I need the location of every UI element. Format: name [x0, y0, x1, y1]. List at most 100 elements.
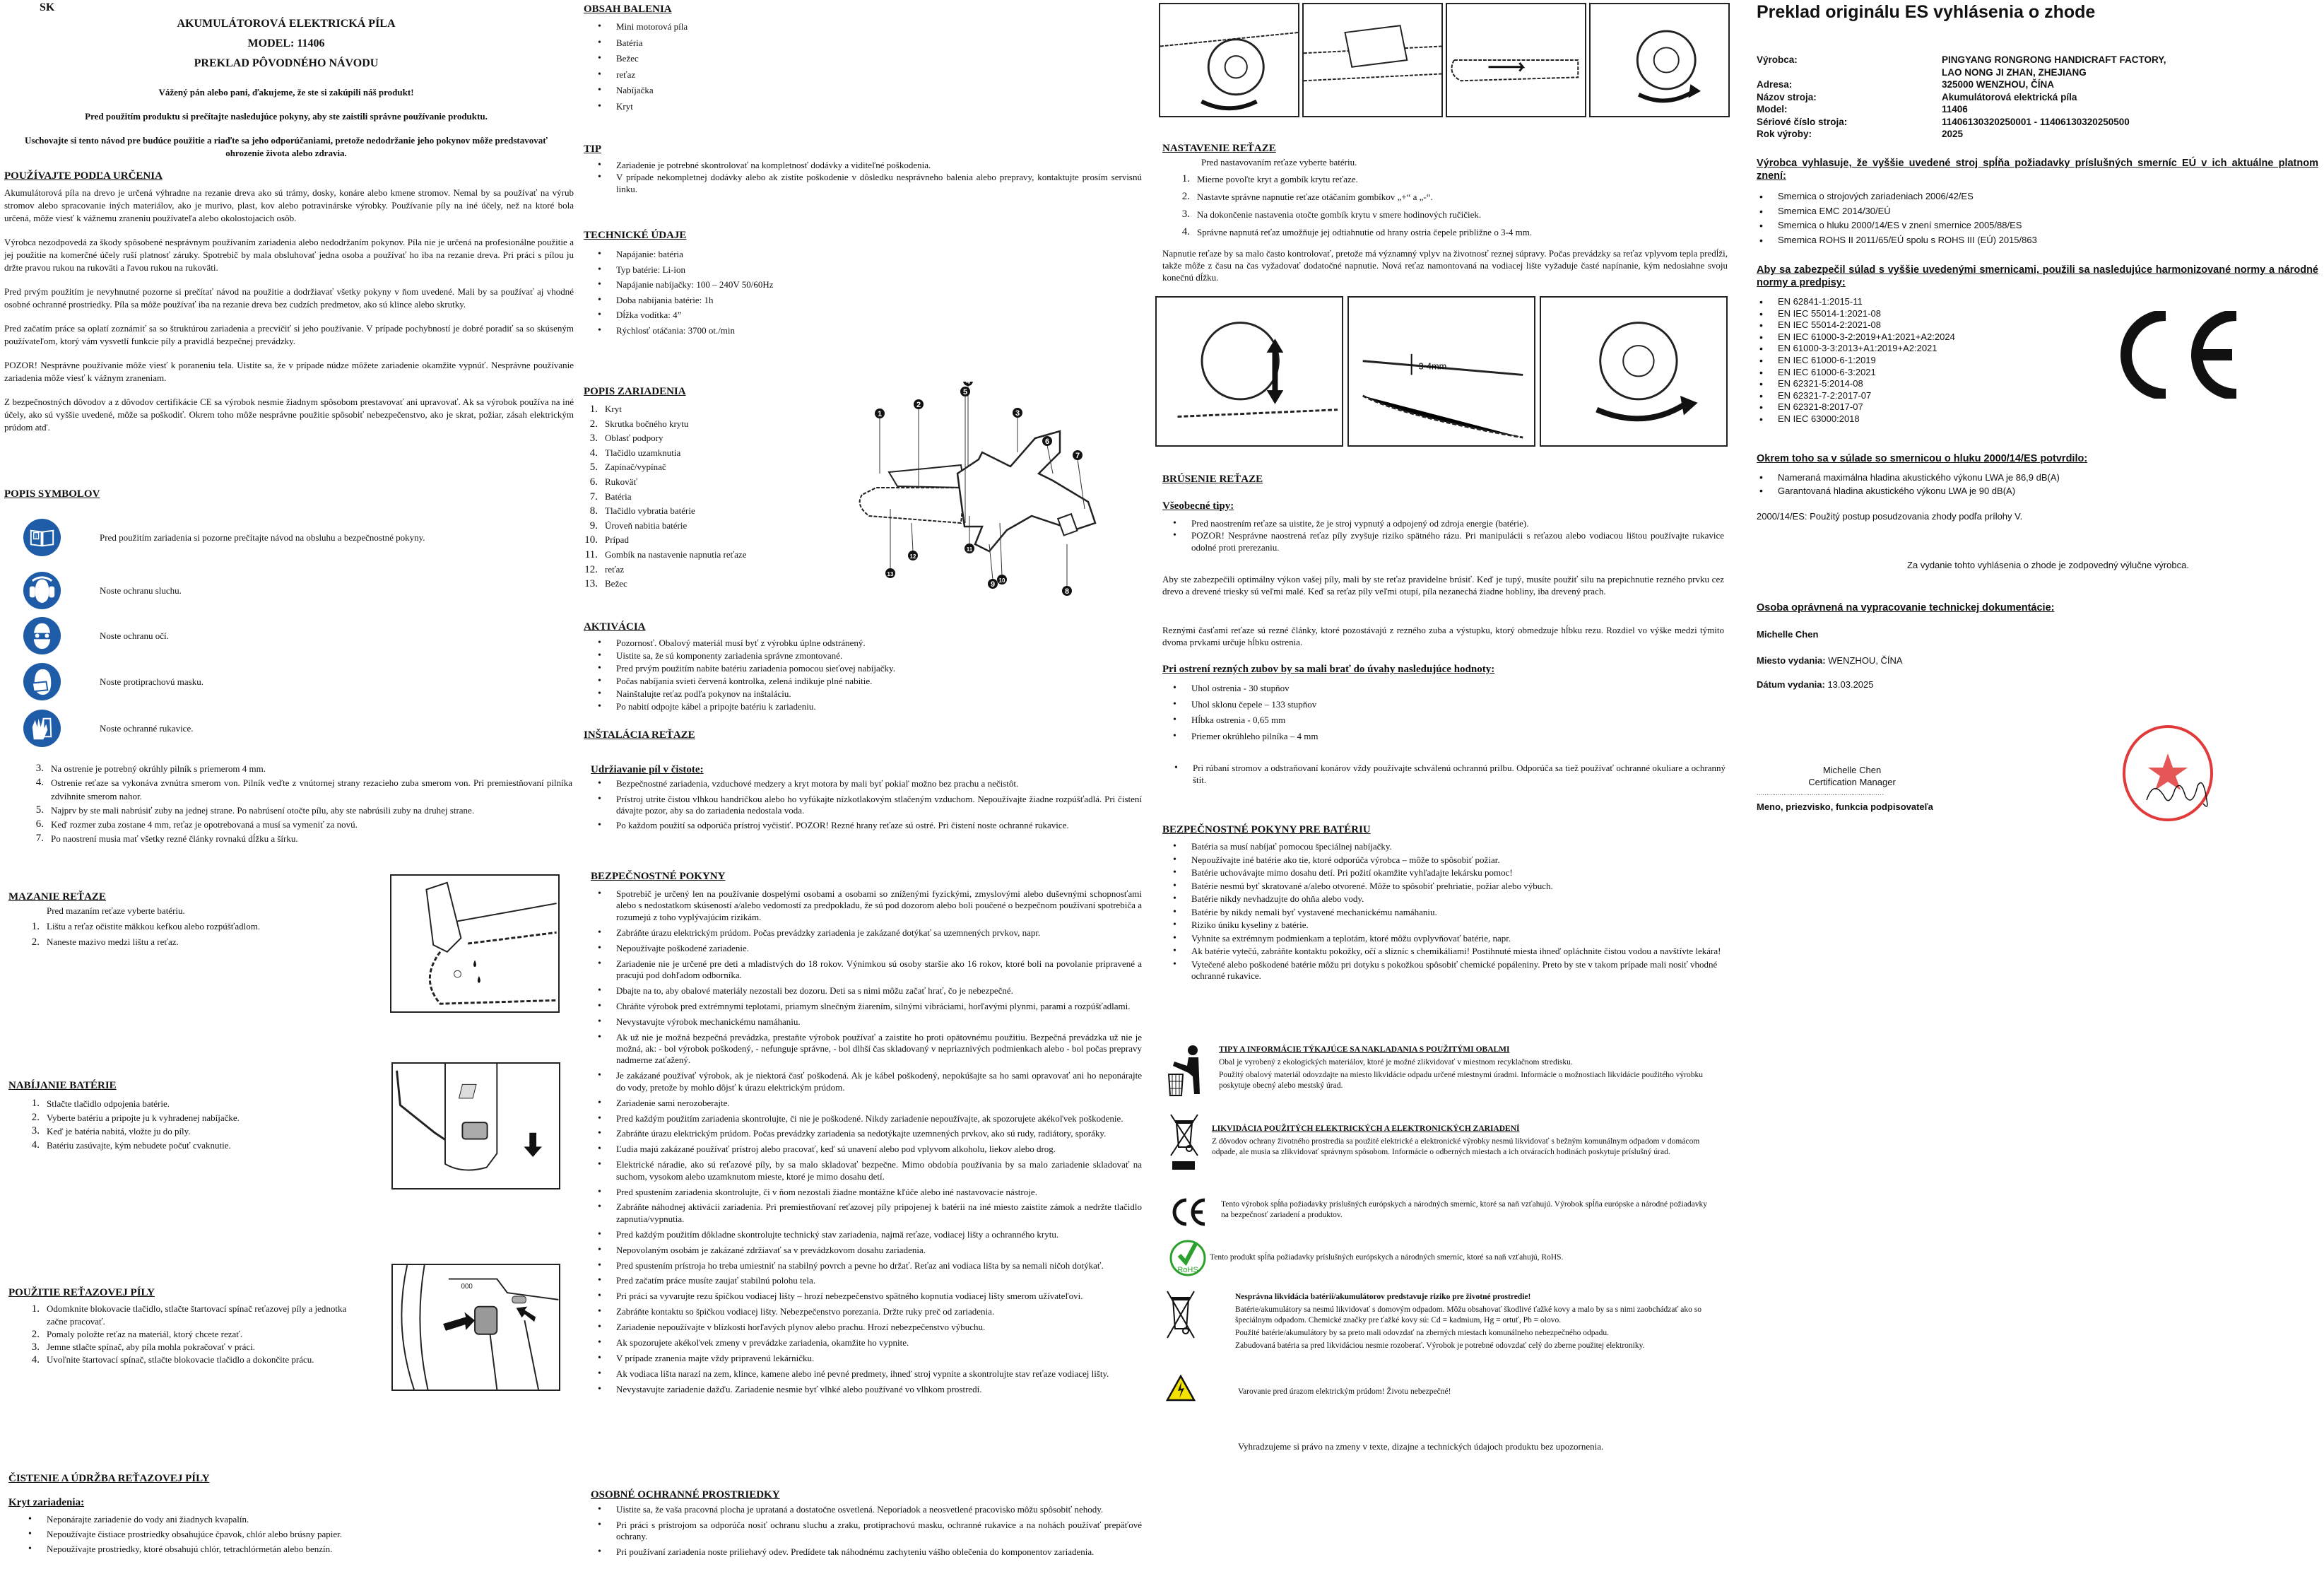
symbol-row: Noste ochranu sluchu.: [23, 571, 182, 610]
signature-line: ………………………………………………………… .: [1757, 789, 1884, 797]
signature-caption: Meno, priezvisko, funkcia podpisovateľa: [1757, 801, 1933, 812]
safety-item: Ľudia majú zakázané používať prístroj al…: [591, 1144, 1142, 1156]
trigger-illustration: 000: [391, 1264, 560, 1391]
safety-item: Nevystavujte výrobok mechanickému namáha…: [591, 1016, 1142, 1028]
list-item: Pri používaní zariadenia noste priliehav…: [591, 1546, 1142, 1558]
ear-protection-icon: [23, 571, 61, 610]
item-number: 2.: [1181, 191, 1190, 202]
intro-block: Vážený pán alebo pani, ďakujeme, že ste …: [0, 86, 572, 160]
safety-item: V prípade zranenia majte vždy pripravenú…: [591, 1353, 1142, 1365]
document-title: AKUMULÁTOROVÁ ELEKTRICKÁ PÍLA: [177, 18, 396, 30]
list-item: Po nabití odpojte kábel a pripojte batér…: [591, 700, 1142, 713]
noise-heading: Okrem toho sa v súlade so smernicou o hl…: [1757, 453, 2088, 464]
model-number: MODEL: 11406: [247, 37, 325, 49]
section-heading-safety: BEZPEČNOSTNÉ POKYNY: [591, 871, 726, 882]
safety-item: Dbajte na to, aby obalové materiály nezo…: [591, 985, 1142, 997]
item-text: Keď je batéria nabitá, vložte ju do píly…: [47, 1126, 191, 1136]
chain-lubrication-illustration: [390, 874, 560, 1013]
chain-adjust-illustrations: [1159, 3, 1730, 117]
safety-item: Zabráňte kontaktu so špičkou vodiacej li…: [591, 1306, 1142, 1318]
battery-disposal-crossed-bin-icon: [1167, 1291, 1195, 1339]
symbol-description: Pred použitím zariadenia si pozorne preč…: [100, 531, 425, 543]
ce-mark-icon: [1172, 1198, 1205, 1226]
adjust-step-illustration: [1446, 3, 1586, 117]
callout-3: 3: [1015, 409, 1020, 418]
callout-7: 7: [1075, 452, 1080, 460]
item-text: reťaz: [605, 563, 625, 575]
symbol-row: Noste ochranné rukavice.: [23, 709, 193, 748]
list-item: Ak batérie vytečú, zabráňte kontaktu pok…: [1166, 946, 1724, 957]
battery-disposal-text: Batérie/akumulátory sa nesmú likvidovať …: [1235, 1305, 1701, 1324]
section-heading-technical-data: TECHNICKÉ ÚDAJE: [584, 230, 687, 241]
safety-item: Zariadenie nepoužívajte v blízkosti horľ…: [591, 1322, 1142, 1334]
safety-item: Elektrické náradie, ako sú reťazové píly…: [591, 1159, 1142, 1182]
symbol-description: Noste ochranné rukavice.: [100, 722, 194, 734]
rohs-text: Tento produkt spĺňa požiadavky príslušný…: [1210, 1253, 1564, 1262]
list-item: Batéria sa musí nabíjať pomocou špeciáln…: [1166, 841, 1724, 852]
step-item: 4. Uvoľnite štartovací spínač, stlačte bl…: [21, 1353, 353, 1366]
greeting: Vážený pán alebo pani, ďakujeme, že ste …: [158, 87, 414, 98]
value-item: Uhol ostrenia - 30 stupňov: [1166, 681, 1519, 697]
section-heading-package-contents: OBSAH BALENIA: [584, 4, 672, 15]
safety-item: Nevystavujte zariadenie dažďu. Zariadeni…: [591, 1384, 1142, 1396]
list-item: Mini motorová píla: [591, 19, 944, 35]
item-number: 4.: [1181, 226, 1190, 237]
safety-item: Ak už nie je možná bezpečná prevádzka, p…: [591, 1032, 1142, 1067]
list-item: Batérie nesmú byť skratované a/alebo otv…: [1166, 881, 1724, 892]
standard-item: EN IEC 61000-3-2:2019+A1:2021+A2:2024: [1752, 331, 2106, 343]
dust-mask-icon: [23, 662, 61, 701]
step-item: 3.Jemne stlačte spínač, aby píla mohla p…: [21, 1341, 353, 1353]
item-number: 9.: [589, 519, 598, 531]
list-item: Zariadenie je potrebné skontrolovať na k…: [591, 159, 1142, 171]
detail-value: 11406: [1942, 104, 1968, 114]
item-number: 4.: [35, 777, 44, 788]
item-number: 6.: [589, 476, 598, 488]
packaging-heading: TIPY A INFORMÁCIE TÝKAJÚCE SA NAKLADANIA…: [1219, 1045, 1510, 1054]
ppe-list: Uistite sa, že vaša pracovná plocha je u…: [591, 1504, 1142, 1562]
list-item: Batérie by nikdy nemali byť vystavené me…: [1166, 907, 1724, 918]
list-item: Nainštalujte reťaz podľa pokynov na inšt…: [591, 688, 1142, 700]
item-number: 1.: [589, 404, 598, 415]
adjust-step-illustration: [1589, 3, 1730, 117]
directive-item: Smernica o hluku 2000/14/ES v znení smer…: [1752, 218, 2247, 233]
document-subtitle: PREKLAD PÔVODNÉHO NÁVODU: [194, 57, 379, 69]
safety-item: Pred začatím práce musíte zaujať stabiln…: [591, 1275, 1142, 1287]
item-text: Nastavte správne napnutie reťaze otáčaní…: [1197, 192, 1433, 202]
item-number: 13.: [584, 578, 598, 590]
cutting-links-paragraph: Reznými časťami reťaze sú rezné články, …: [1162, 625, 1724, 647]
section-heading-chain-installation: INŠTALÁCIA REŤAZE: [584, 729, 695, 741]
item-text: Tlačidlo uzamknutia: [605, 447, 681, 458]
item-number: 2.: [589, 418, 598, 430]
section-heading-cleaning: ČISTENIE A ÚDRŽBA REŤAZOVEJ PÍLY: [8, 1473, 210, 1484]
callout-11: 11: [967, 546, 973, 553]
place-of-issue: Miesto vydania: WENZHOU, ČÍNA: [1757, 654, 1903, 666]
safety-item: Zariadenie nie je určené pre deti a mlad…: [591, 958, 1142, 982]
weee-heading: LIKVIDÁCIA POUŽITÝCH ELEKTRICKÝCH A ELEK…: [1212, 1124, 1520, 1133]
section-heading-charging: NABÍJANIE BATÉRIE: [8, 1080, 117, 1091]
subheading-sharpening-values: Pri ostrení rezných zubov by sa mali bra…: [1162, 664, 1495, 675]
technical-data-list: Napájanie: batériaTyp batérie: Li-ionNap…: [591, 247, 944, 339]
safety-item: Zariadenie sami nerozoberajte.: [591, 1098, 1142, 1110]
item-text: Naneste mazivo medzi lištu a reťaz.: [47, 936, 179, 947]
step-item: 2.Pomaly položte reťaz na materiál, ktor…: [21, 1328, 353, 1341]
item-number: 4.: [31, 1354, 40, 1365]
callout-1: 1: [878, 410, 882, 418]
battery-removal-illustration: [391, 1062, 560, 1190]
callout-13: 13: [887, 571, 894, 577]
item-text: Jemne stlačte spínač, aby píla mohla pok…: [47, 1341, 256, 1352]
detail-label: Názov stroja:: [1757, 91, 1817, 102]
section-heading-sharpening: BRÚSENIE REŤAZE: [1162, 474, 1263, 485]
packaging-disposal-block: TIPY A INFORMÁCIE TÝKAJÚCE SA NAKLADANIA…: [1219, 1045, 1728, 1091]
electric-shock-warning-text: Varovanie pred úrazom elektrickým prúdom…: [1238, 1387, 1451, 1396]
item-text: Prípad: [605, 534, 629, 546]
noise-list: Nameraná maximálna hladina akustického v…: [1752, 471, 2247, 498]
step-item: 4.Batériu zasúvajte, kým nebudete počuť …: [21, 1139, 374, 1153]
list-item: Pri rúbaní stromov a odstraňovaní konáro…: [1167, 762, 1726, 786]
symbol-description: Noste protiprachovú masku.: [100, 676, 204, 687]
item-text: Kryt: [605, 404, 622, 414]
item-text: Uvoľnite štartovací spínač, stlačte blok…: [47, 1354, 314, 1365]
part-item: 13.Bežec: [579, 577, 848, 592]
disclaimer: Vyhradzujeme si právo na zmeny v texte, …: [1238, 1441, 1604, 1452]
detail-value: 11406130320250001 - 11406130320250500: [1942, 116, 2130, 127]
packaging-text: Použitý obalový materiál odovzdajte na m…: [1219, 1071, 1704, 1090]
